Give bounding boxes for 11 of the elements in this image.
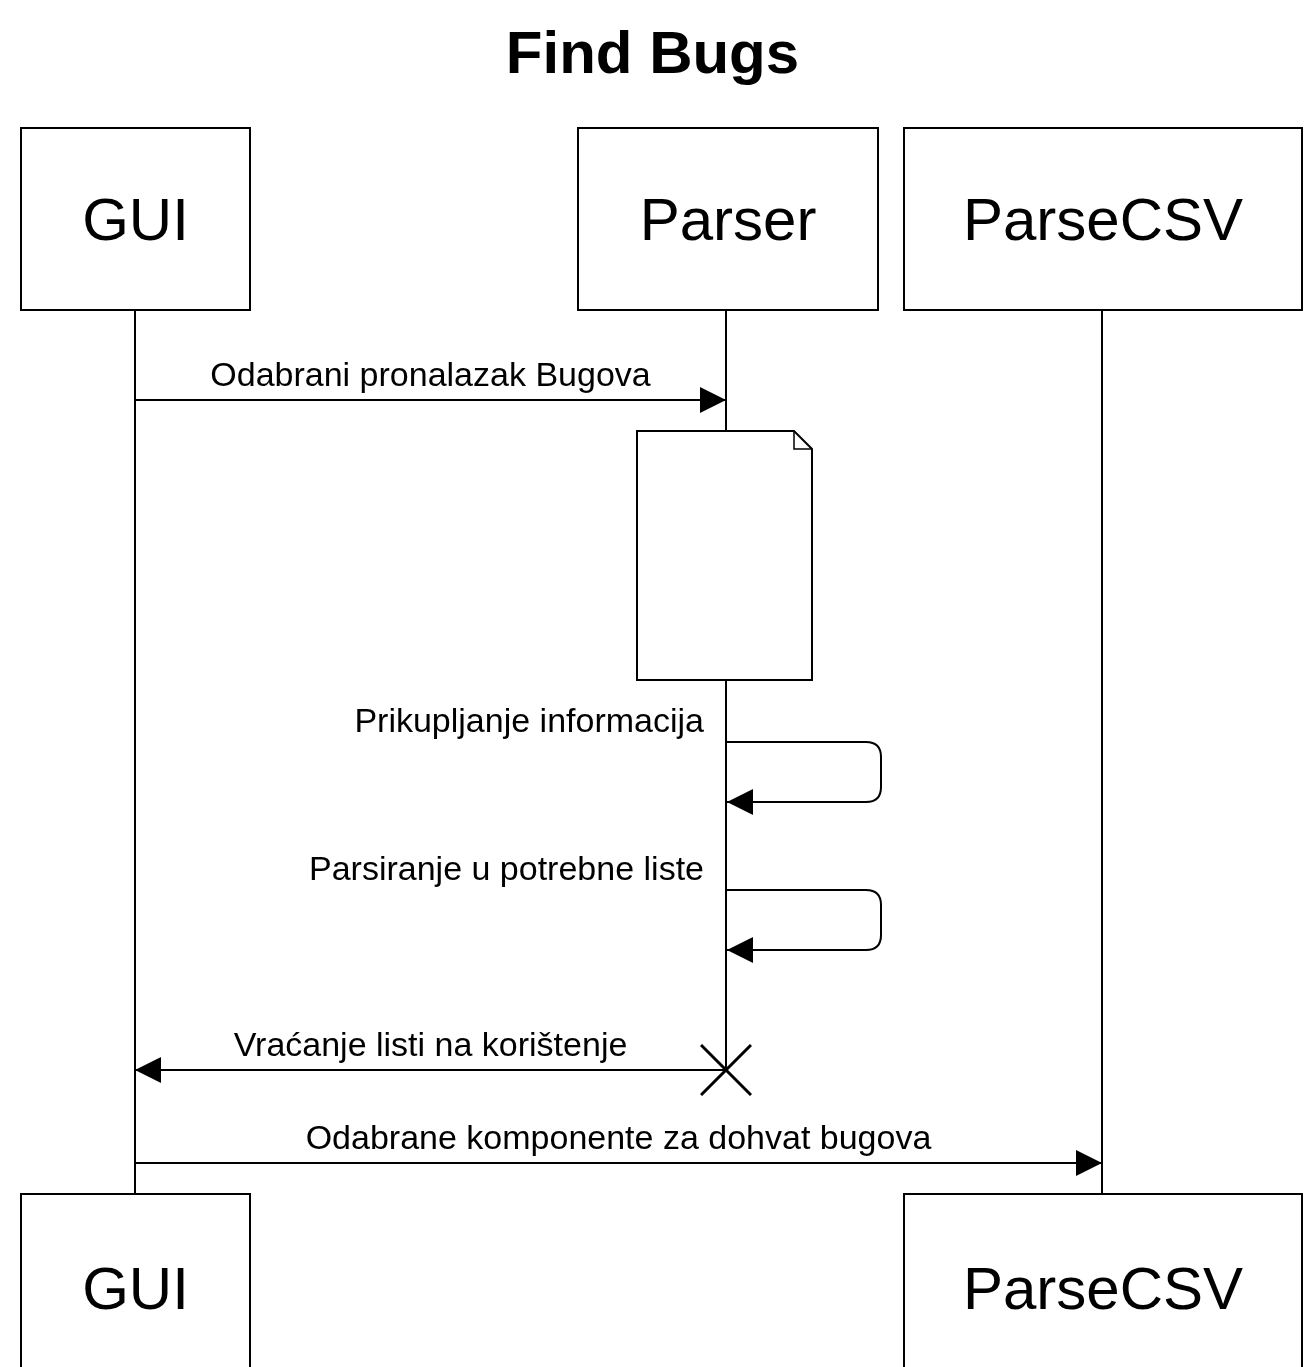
participant-name: Parser	[639, 184, 817, 254]
participant-name: GUI	[82, 1253, 189, 1323]
message-arrow	[725, 741, 882, 815]
message-arrow	[134, 1150, 1103, 1176]
participant-name: ParseCSV	[962, 1253, 1244, 1323]
message-arrow	[725, 889, 882, 963]
message-arrow	[134, 1057, 727, 1083]
diagram-title: Find Bugs	[505, 19, 800, 86]
participant-name: ParseCSV	[962, 184, 1244, 254]
message-arrow	[134, 387, 727, 413]
participant-name: GUI	[82, 184, 189, 254]
